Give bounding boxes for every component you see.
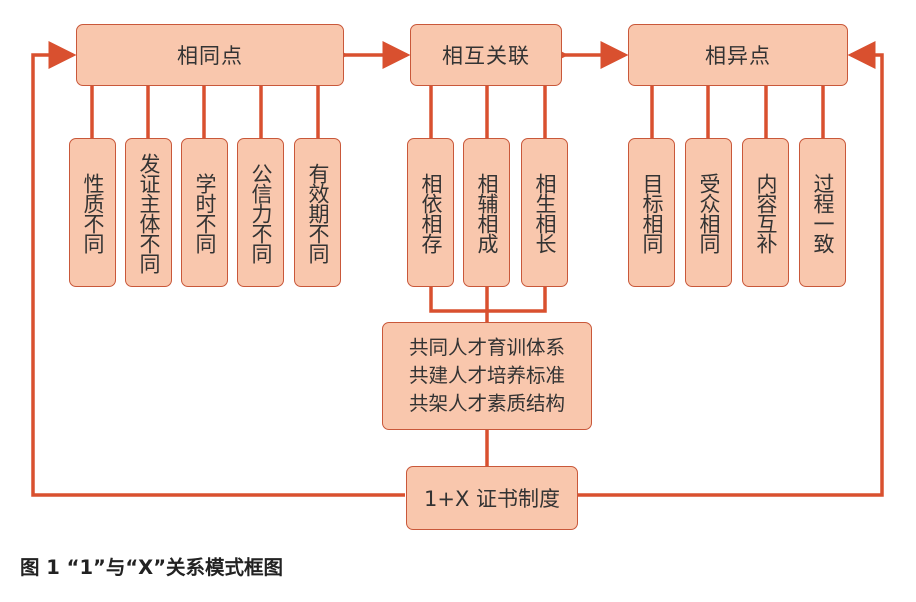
difference-item-audience: 受众相同 [685,138,732,287]
same-point-validity: 有效期不同 [294,138,341,287]
arrow-right-loop [577,41,884,497]
certificate-system-box: 1+X 证书制度 [406,466,578,530]
shared-system-line-3: 共架人才素质结构 [408,392,565,415]
same-point-credibility: 公信力不同 [237,138,284,287]
arrow-left-loop [31,41,405,497]
difference-item-content: 内容互补 [742,138,789,287]
correlation-item-1: 相依相存 [407,138,454,287]
difference-item-process: 过程一致 [799,138,846,287]
difference-item-goal: 目标相同 [628,138,675,287]
same-point-hours: 学时不同 [181,138,228,287]
shared-system-box: 共同人才育训体系 共建人才培养标准 共架人才素质结构 [382,322,592,430]
difference-header: 相异点 [628,24,848,86]
same-point-issuer: 发证主体不同 [125,138,172,287]
shared-system-line-2: 共建人才培养标准 [408,364,565,387]
correlation-item-3: 相生相长 [521,138,568,287]
same-point-nature: 性质不同 [69,138,116,287]
shared-system-line-1: 共同人才育训体系 [408,336,565,359]
correlation-item-2: 相辅相成 [463,138,510,287]
same-points-header: 相同点 [76,24,344,86]
figure-caption: 图 1 “1”与“X”关系模式框图 [20,556,284,579]
correlation-header: 相互关联 [410,24,562,86]
